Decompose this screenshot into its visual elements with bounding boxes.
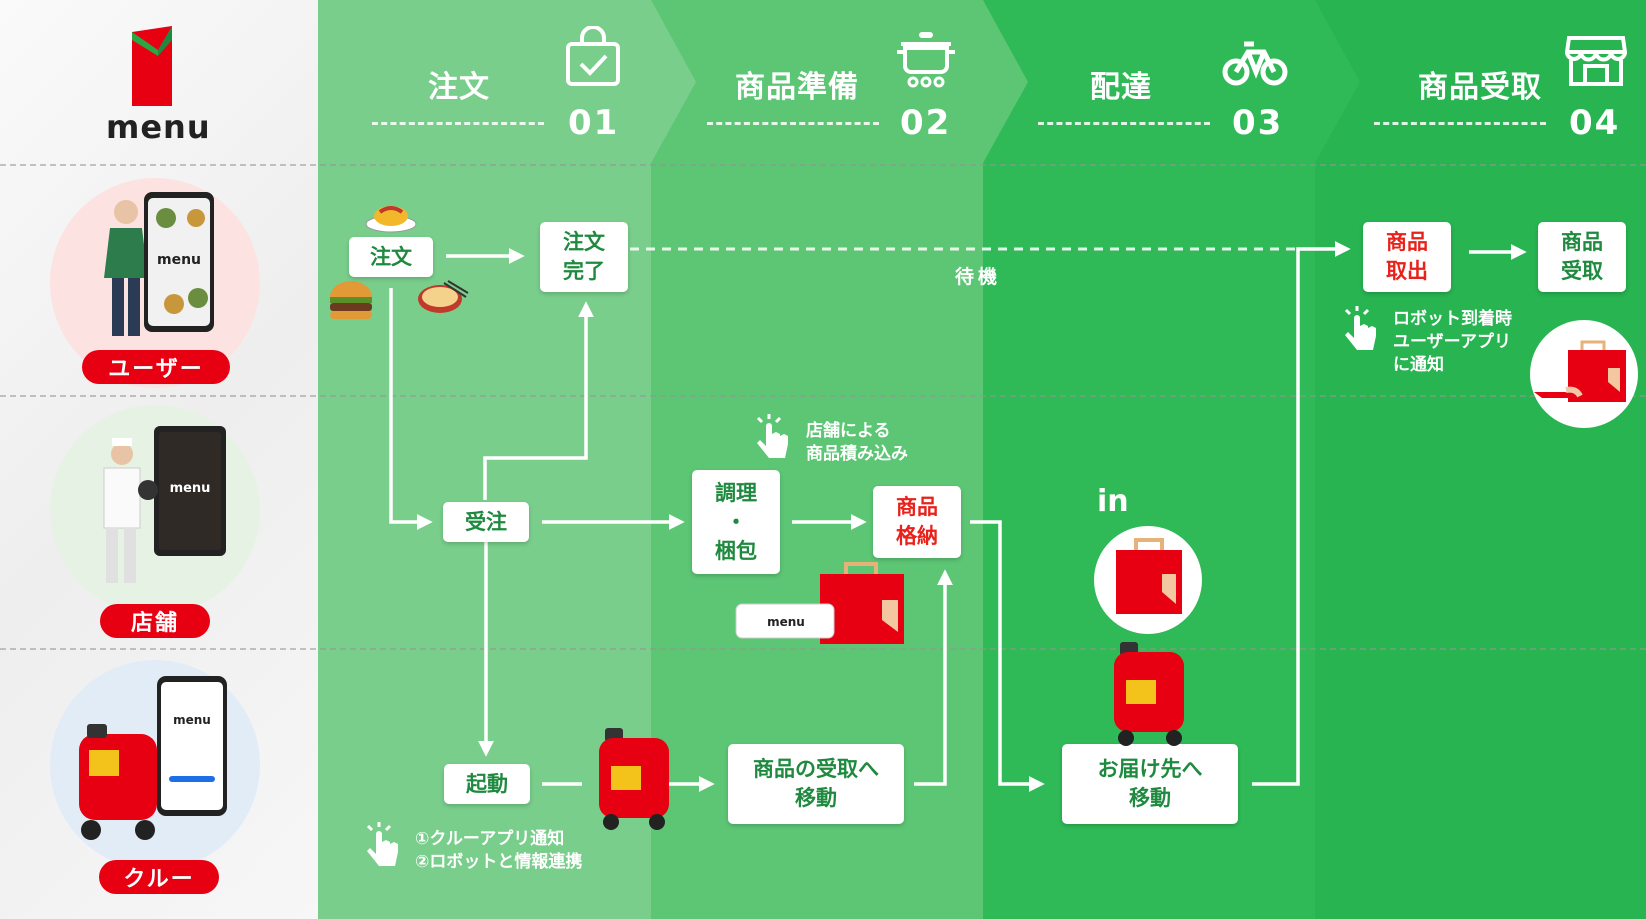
header-dash: [707, 122, 879, 125]
robot-with-phone-icon: menu: [79, 676, 227, 840]
store-loading-note: 店舗による 商品積み込み: [806, 421, 908, 464]
box-receive: 商品 受取: [1538, 222, 1626, 292]
step-column-receive: [1315, 0, 1646, 919]
box-store-item: 商品 格納: [873, 486, 961, 558]
chef-with-tablet-icon: menu: [103, 426, 226, 583]
packed-bag-and-box-icon: menu: [735, 562, 904, 644]
row-separator: [0, 395, 1646, 397]
cooking-pot-icon: [897, 32, 955, 88]
tap-hand-icon: [366, 822, 398, 866]
step-number-02: 02: [900, 103, 952, 143]
chevron-divider: [1315, 0, 1360, 163]
hamburger-icon: [330, 281, 372, 319]
omelet-rice-icon: [365, 206, 417, 233]
menu-logo: menu: [100, 20, 210, 150]
tap-hand-icon: [756, 414, 788, 458]
svg-text:menu: menu: [157, 252, 201, 268]
logo-text: menu: [106, 108, 211, 146]
box-order-complete: 注文 完了: [540, 222, 628, 292]
box-move-pickup: 商品の受取へ 移動: [728, 744, 904, 824]
shopping-bag-check-icon: [566, 26, 620, 86]
bicycle-icon: [1222, 41, 1288, 86]
ramen-bowl-icon: [418, 280, 469, 313]
handover-bag-icon: [1534, 326, 1626, 402]
svg-text:menu: menu: [767, 615, 805, 629]
step-number-04: 04: [1569, 103, 1621, 143]
row-separator: [0, 164, 1646, 166]
storefront-icon: [1565, 36, 1627, 86]
svg-text:menu: menu: [173, 713, 211, 727]
header-dash: [1038, 122, 1210, 125]
row-separator: [0, 648, 1646, 650]
box-start: 起動: [444, 764, 530, 804]
menu-bag-icon: [1116, 538, 1182, 614]
step-number-03: 03: [1232, 103, 1284, 143]
role-label-crew: クルー: [99, 860, 219, 894]
step-title-deliver: 配達: [1090, 70, 1152, 105]
tap-hand-icon: [1344, 306, 1376, 350]
step-number-01: 01: [568, 103, 620, 143]
box-take-out: 商品 取出: [1363, 222, 1451, 292]
chevron-divider: [983, 0, 1028, 163]
box-accept: 受注: [443, 502, 529, 542]
robot-arrival-note: ロボット到着時 ユーザーアプリ に通知: [1393, 309, 1512, 375]
role-label-user: ユーザー: [82, 350, 230, 384]
box-order: 注文: [349, 237, 433, 277]
box-move-delivery: お届け先へ 移動: [1062, 744, 1238, 824]
role-label-store: 店舗: [100, 604, 210, 638]
step-title-prepare: 商品準備: [735, 70, 859, 105]
delivery-robot-icon: [599, 728, 669, 830]
menu-bag-logo-icon: [132, 26, 172, 106]
header-dash: [372, 122, 544, 125]
crew-notes: ①クルーアプリ通知 ②ロボットと情報連携: [415, 829, 583, 872]
box-cook-pack: 調理 ・ 梱包: [692, 470, 780, 574]
chevron-divider: [651, 0, 696, 163]
step-title-receive: 商品受取: [1418, 70, 1542, 105]
user-with-phone-icon: menu: [104, 192, 214, 336]
wait-label: 待機: [955, 266, 1002, 288]
in-label: in: [1097, 484, 1129, 519]
header-dash: [1374, 122, 1546, 125]
step-title-order: 注文: [428, 70, 490, 105]
svg-text:menu: menu: [170, 481, 211, 496]
delivery-robot-icon: [1114, 642, 1184, 746]
